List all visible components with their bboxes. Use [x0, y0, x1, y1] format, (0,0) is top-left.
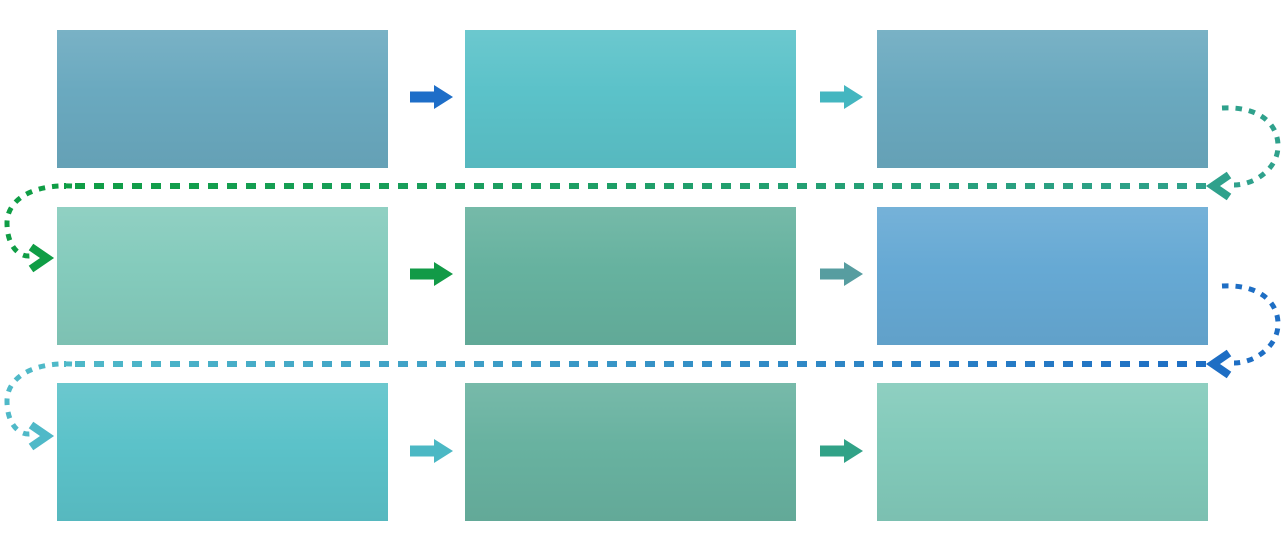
- process-box-step-6: [877, 207, 1208, 345]
- process-box-step-7: [57, 383, 388, 521]
- process-box-step-1: [57, 30, 388, 168]
- process-box-step-2: [465, 30, 796, 168]
- process-box-step-4: [57, 207, 388, 345]
- process-box-step-9: [877, 383, 1208, 521]
- process-box-step-8: [465, 383, 796, 521]
- process-box-step-3: [877, 30, 1208, 168]
- process-box-step-5: [465, 207, 796, 345]
